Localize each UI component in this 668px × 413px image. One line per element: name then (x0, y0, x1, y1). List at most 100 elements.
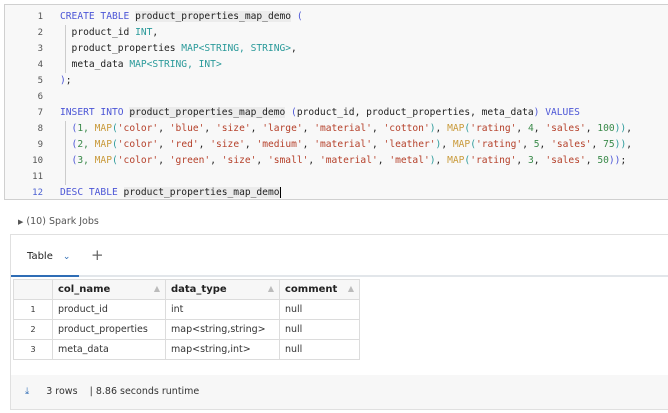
code-token: , (250, 123, 263, 134)
sort-icon[interactable]: ▲ (347, 284, 354, 293)
code-token: MAP (94, 139, 112, 150)
code-line[interactable]: 2 product_id INT, (5, 25, 668, 41)
spark-jobs-toggle[interactable]: ▶ (10) Spark Jobs (18, 216, 99, 227)
code-token: INT (135, 27, 153, 38)
code-token: , (585, 123, 598, 134)
code-token: , (158, 139, 170, 150)
code-token: , (626, 123, 632, 134)
line-number: 4 (37, 60, 43, 70)
code-token: 'sales' (551, 139, 592, 150)
plus-icon[interactable]: + (91, 246, 104, 264)
code-token: 'blue' (169, 123, 205, 134)
line-number: 7 (37, 108, 43, 118)
code-line[interactable]: 6 (5, 89, 668, 105)
download-icon[interactable]: ⤓ (25, 386, 30, 397)
results-footer: ⤓ 3 rows | 8.86 seconds runtime (11, 375, 668, 409)
header-label: data_type (171, 284, 227, 295)
code-token: ) (435, 139, 442, 150)
code-token: 4 (527, 123, 534, 134)
code-token: ) (429, 155, 436, 166)
code-text: (1, MAP('color', 'blue', 'size', 'large'… (60, 121, 632, 137)
line-number: 5 (37, 76, 43, 86)
code-token: MAP (447, 123, 465, 134)
code-line[interactable]: 10 (3, MAP('color', 'green', 'size', 'sm… (5, 153, 668, 169)
code-token: 'material' (319, 155, 378, 166)
code-token: , (516, 155, 528, 166)
code-line[interactable]: 5); (5, 73, 668, 89)
code-token: , (591, 139, 604, 150)
code-token: , (302, 123, 315, 134)
code-token: , (522, 139, 534, 150)
line-number: 6 (37, 92, 43, 102)
code-token: )) (614, 123, 627, 134)
line-number: 12 (32, 188, 43, 198)
code-token: , (152, 27, 159, 38)
code-token: 5 (533, 139, 540, 150)
code-token: ( (111, 123, 118, 134)
code-line[interactable]: 4 meta_data MAP<STRING, INT> (5, 57, 668, 73)
cell: map<string,int> (165, 339, 280, 360)
line-number: 3 (37, 44, 43, 54)
code-token: 'color' (117, 155, 159, 166)
sort-icon[interactable]: ▲ (267, 284, 274, 293)
code-token: ) (533, 107, 540, 118)
code-token: 'rating' (470, 123, 517, 134)
code-token: , (371, 139, 384, 150)
code-text: product_properties MAP<STRING, STRING>, (60, 41, 297, 57)
code-token: ) (429, 123, 436, 134)
code-token: 50 (597, 155, 609, 166)
cell: null (279, 339, 360, 360)
cell: product_id (52, 299, 166, 320)
code-token: , (435, 155, 448, 166)
column-header[interactable]: comment▲ (279, 279, 360, 300)
code-line[interactable]: 8 (1, MAP('color', 'blue', 'size', 'larg… (5, 121, 668, 137)
results-panel: Table ⌄ + col_name▲ data_type ▲ comment▲ 1… (10, 234, 668, 410)
code-token: 'small' (267, 155, 309, 166)
code-token: 'color' (117, 123, 159, 134)
code-text: (3, MAP('color', 'green', 'size', 'small… (60, 153, 627, 169)
code-token: ; (65, 75, 72, 86)
code-text: (2, MAP('color', 'red', 'size', 'medium'… (60, 137, 632, 153)
code-token: 'size' (221, 155, 257, 166)
code-text: meta_data MAP<STRING, INT> (60, 57, 222, 73)
code-token: 'material' (314, 123, 372, 134)
indent-guide (65, 25, 66, 73)
chevron-down-icon[interactable]: ⌄ (62, 252, 71, 262)
code-line[interactable]: 9 (2, MAP('color', 'red', 'size', 'mediu… (5, 137, 668, 153)
code-token: , (626, 139, 633, 150)
code-token: 'sales' (545, 155, 586, 166)
code-token: ( (464, 123, 471, 134)
code-token: 'red' (169, 139, 199, 150)
cell: null (279, 319, 360, 340)
code-token: )) (614, 139, 627, 150)
sort-icon[interactable]: ▲ (153, 284, 160, 293)
tab-table[interactable]: Table ⌄ (11, 235, 79, 277)
code-token: 'rating' (475, 139, 523, 150)
code-token: 1, (77, 123, 95, 134)
code-token: MAP<STRING, INT> (129, 59, 222, 70)
code-token: MAP (452, 139, 471, 150)
code-token: 'large' (262, 123, 303, 134)
code-token: 'medium' (256, 139, 303, 150)
code-token: , (585, 155, 598, 166)
code-token: , (158, 155, 170, 166)
code-token: ( (470, 139, 476, 150)
column-header[interactable]: col_name▲ (52, 279, 166, 300)
code-token: product_properties_map_demo (135, 11, 292, 22)
code-line[interactable]: 11 (5, 169, 668, 185)
tab-label: Table (27, 251, 53, 262)
code-line[interactable]: 3 product_properties MAP<STRING, STRING>… (5, 41, 668, 57)
row-index: 1 (13, 299, 53, 320)
code-token: , (539, 139, 552, 150)
code-token: MAP (447, 155, 465, 166)
column-header[interactable]: data_type ▲ (165, 279, 280, 300)
row-count: 3 rows (46, 386, 78, 397)
code-token: 'material' (314, 139, 372, 150)
code-token: ( (111, 139, 118, 150)
cell: int (165, 299, 280, 320)
